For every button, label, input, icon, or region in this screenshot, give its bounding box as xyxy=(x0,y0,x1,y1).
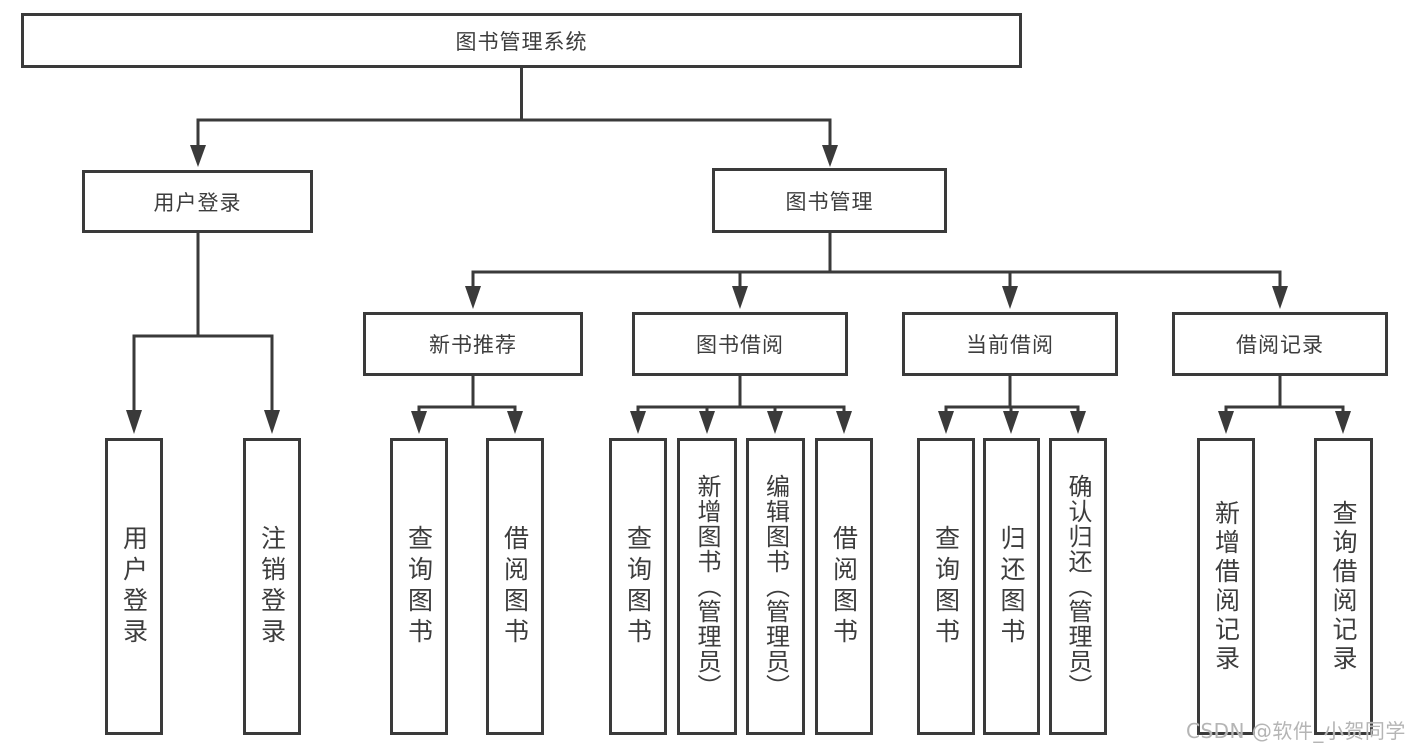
leaf-borrow-books-label: 借阅图书 xyxy=(829,524,859,649)
connector-book-mgmt-to-level3 xyxy=(465,233,1288,309)
leaf-add-borrow-record-label: 新增借阅记录 xyxy=(1211,499,1241,674)
leaf-borrow-books: 借阅图书 xyxy=(815,438,873,735)
node-library-system: 图书管理系统 xyxy=(21,13,1022,68)
leaf-edit-book-admin: 编辑图书（管理员） xyxy=(746,438,805,735)
leaf-user-login: 用户登录 xyxy=(105,438,163,735)
leaf-query-borrow-record: 查询借阅记录 xyxy=(1314,438,1373,735)
leaf-return-books-label: 归还图书 xyxy=(997,524,1026,649)
csdn-watermark: CSDN @软件_小贺同学 xyxy=(1186,719,1405,743)
node-borrowing-records: 借阅记录 xyxy=(1172,312,1388,376)
leaf-query-books-current: 查询图书 xyxy=(917,438,975,735)
leaf-query-books-borrowing-label: 查询图书 xyxy=(623,524,653,649)
leaf-confirm-return-admin: 确认归还（管理员） xyxy=(1049,438,1107,735)
node-current-borrowing-label: 当前借阅 xyxy=(966,333,1054,357)
node-library-system-label: 图书管理系统 xyxy=(455,29,588,54)
leaf-edit-book-admin-label: 编辑图书（管理员） xyxy=(761,474,790,699)
connector-new-book-recommend-children xyxy=(411,376,523,434)
node-new-book-recommend: 新书推荐 xyxy=(363,312,583,376)
connector-book-borrowing-children xyxy=(630,376,852,434)
leaf-return-books: 归还图书 xyxy=(983,438,1040,735)
node-borrowing-records-label: 借阅记录 xyxy=(1236,333,1324,357)
node-user-login-label: 用户登录 xyxy=(153,190,242,215)
connector-root-to-level2 xyxy=(190,68,838,167)
node-current-borrowing: 当前借阅 xyxy=(902,312,1118,376)
node-new-book-recommend-label: 新书推荐 xyxy=(429,333,517,357)
leaf-add-book-admin-label: 新增图书（管理员） xyxy=(693,474,721,699)
connector-current-borrowing-children xyxy=(938,376,1086,434)
leaf-logout-label: 注销登录 xyxy=(257,524,287,649)
node-book-borrowing-label: 图书借阅 xyxy=(696,333,784,357)
node-book-management-label: 图书管理 xyxy=(785,189,874,214)
node-user-login: 用户登录 xyxy=(82,170,313,233)
leaf-query-books-recommend-label: 查询图书 xyxy=(404,524,434,649)
leaf-borrow-books-recommend-label: 借阅图书 xyxy=(500,524,530,649)
connector-borrowing-records-children xyxy=(1218,376,1351,434)
leaf-add-book-admin: 新增图书（管理员） xyxy=(677,438,737,735)
node-book-borrowing: 图书借阅 xyxy=(632,312,848,376)
connector-user-login-children xyxy=(126,233,280,434)
leaf-query-books-current-label: 查询图书 xyxy=(931,524,961,649)
leaf-query-borrow-record-label: 查询借阅记录 xyxy=(1329,499,1358,674)
leaf-add-borrow-record: 新增借阅记录 xyxy=(1197,438,1255,735)
leaf-query-books-borrowing: 查询图书 xyxy=(609,438,667,735)
leaf-query-books-recommend: 查询图书 xyxy=(390,438,448,735)
node-book-management: 图书管理 xyxy=(712,168,947,233)
leaf-logout: 注销登录 xyxy=(243,438,301,735)
leaf-borrow-books-recommend: 借阅图书 xyxy=(486,438,544,735)
leaf-confirm-return-admin-label: 确认归还（管理员） xyxy=(1064,474,1092,699)
leaf-user-login-label: 用户登录 xyxy=(119,524,149,649)
